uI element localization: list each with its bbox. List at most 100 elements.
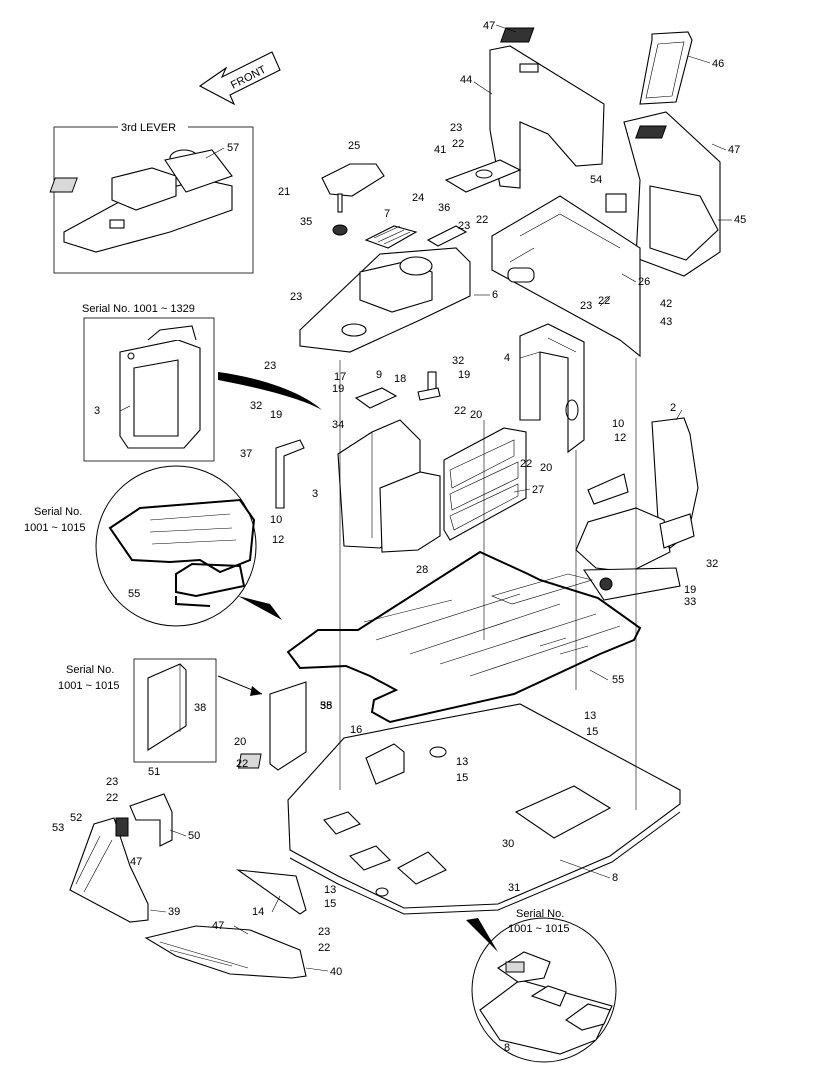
callout: 40 xyxy=(330,966,342,978)
callout: 47 xyxy=(728,144,740,156)
inset-3rd-lever-title: 3rd LEVER xyxy=(121,122,176,134)
callout: 32 xyxy=(250,400,262,412)
callout: 9 xyxy=(376,369,382,381)
callout: 47 xyxy=(130,856,142,868)
callout: 14 xyxy=(252,906,264,918)
callout: 53 xyxy=(52,822,64,834)
callout: 22 xyxy=(236,758,248,770)
callout: 23 xyxy=(318,926,330,938)
callout: 41 xyxy=(434,144,446,156)
inset-serial-1015-box: Serial No. 1001 ~ 1015 xyxy=(58,658,263,763)
callout: 35 xyxy=(300,216,312,228)
console-parts xyxy=(275,27,721,601)
callout: 12 xyxy=(272,534,284,546)
callout: 34 xyxy=(332,419,344,431)
callout: 38 xyxy=(194,702,206,714)
callout: 55 xyxy=(612,674,624,686)
inset-serial-1329-title: Serial No. 1001 ~ 1329 xyxy=(82,303,195,315)
callout: 55 xyxy=(320,700,332,712)
callout: 4 xyxy=(504,352,510,364)
callout: 39 xyxy=(168,906,180,918)
floor-frame xyxy=(286,550,642,724)
callout: 3 xyxy=(94,405,100,417)
inset-serial-1329: Serial No. 1001 ~ 1329 xyxy=(82,303,215,462)
callout: 22 xyxy=(476,214,488,226)
inset-circle-serial-1015-b: Serial No. 1001 ~ 1015 xyxy=(466,908,617,1063)
callout: 33 xyxy=(684,596,696,608)
lower-left-parts xyxy=(69,681,307,979)
callout: 30 xyxy=(502,838,514,850)
callout: 44 xyxy=(460,74,472,86)
inset-a-line1: Serial No. xyxy=(34,506,82,518)
callout: 19 xyxy=(458,369,470,381)
callout: 23 xyxy=(290,291,302,303)
callout: 22 xyxy=(452,138,464,150)
callout: 19 xyxy=(332,383,344,395)
floor-plate xyxy=(237,703,681,915)
callout: 28 xyxy=(416,564,428,576)
inset-3rd-lever: 3rd LEVER xyxy=(49,121,254,274)
callout: 47 xyxy=(483,20,495,32)
inset-a-line2: 1001 ~ 1015 xyxy=(24,522,85,534)
callout: 21 xyxy=(278,186,290,198)
callout: 22 xyxy=(598,295,610,307)
pointer-arrow xyxy=(218,372,322,410)
inset-c-line1: Serial No. xyxy=(516,908,564,920)
callout: 22 xyxy=(520,458,532,470)
callout: 51 xyxy=(148,766,160,778)
callout: 57 xyxy=(227,142,239,154)
callout: 12 xyxy=(614,432,626,444)
callout: 23 xyxy=(580,300,592,312)
callout: 18 xyxy=(394,373,406,385)
inset-b-line1: Serial No. xyxy=(66,664,114,676)
callout: 26 xyxy=(638,276,650,288)
callout: 22 xyxy=(454,405,466,417)
callout: 23 xyxy=(106,776,118,788)
callout: 25 xyxy=(348,140,360,152)
callout: 7 xyxy=(384,208,390,220)
leader-lines xyxy=(119,24,732,972)
callout: 20 xyxy=(540,462,552,474)
callout: 13 xyxy=(324,884,336,896)
callout: 16 xyxy=(350,724,362,736)
callout: 13 xyxy=(456,756,468,768)
callout: 52 xyxy=(70,812,82,824)
callout: 32 xyxy=(706,558,718,570)
inset-b-line2: 1001 ~ 1015 xyxy=(58,680,119,692)
callout: 37 xyxy=(240,448,252,460)
callout: 22 xyxy=(318,942,330,954)
callout: 54 xyxy=(590,174,602,186)
callout: 46 xyxy=(712,58,724,70)
inset-circle-serial-1015-a: Serial No. 1001 ~ 1015 xyxy=(24,465,282,627)
callout: 22 xyxy=(106,792,118,804)
callout: 3 xyxy=(312,488,318,500)
callout: 15 xyxy=(324,898,336,910)
callout: 43 xyxy=(660,316,672,328)
callout: 38 xyxy=(320,700,332,712)
callout: 6 xyxy=(492,289,498,301)
front-arrow: FRONT xyxy=(198,51,281,106)
callout: 47 xyxy=(212,920,224,932)
callout: 23 xyxy=(458,220,470,232)
callout: 10 xyxy=(270,514,282,526)
callout: 36 xyxy=(438,202,450,214)
callout: 24 xyxy=(412,192,424,204)
callout: 32 xyxy=(452,355,464,367)
callout: 27 xyxy=(532,484,544,496)
callout: 31 xyxy=(508,882,520,894)
callout: 55 xyxy=(128,588,140,600)
callout: 19 xyxy=(684,584,696,596)
callout: 19 xyxy=(270,409,282,421)
callout: 15 xyxy=(586,726,598,738)
callout: 42 xyxy=(660,298,672,310)
callout: 20 xyxy=(234,736,246,748)
callout-labels: 47 44 46 57 23 22 41 47 25 21 54 24 45 3… xyxy=(52,20,746,1054)
callout: 23 xyxy=(264,360,276,372)
callout: 15 xyxy=(456,772,468,784)
callout: 10 xyxy=(612,418,624,430)
callout: 2 xyxy=(670,402,676,414)
callout: 23 xyxy=(450,122,462,134)
callout: 20 xyxy=(470,409,482,421)
callout: 45 xyxy=(734,214,746,226)
